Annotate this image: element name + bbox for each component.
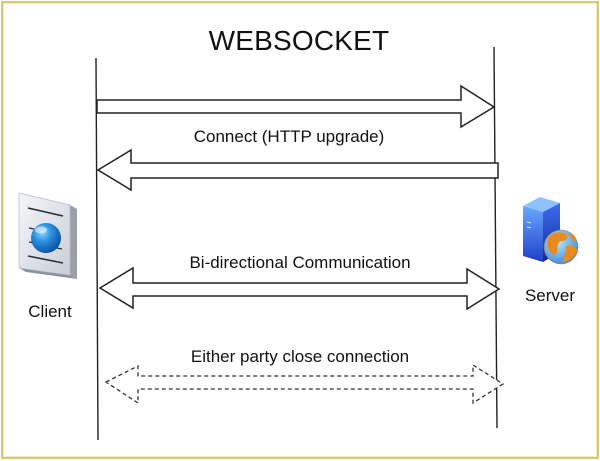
diagram-title: WEBSOCKET (208, 25, 390, 56)
client-label: Client (28, 302, 72, 321)
bidirectional-arrow (98, 266, 501, 311)
close-connection-arrow (104, 363, 505, 405)
connect-response-arrow (96, 148, 499, 192)
bidirectional-label: Bi-directional Communication (189, 253, 411, 272)
connect-request-arrow (96, 84, 496, 129)
server-lifeline (493, 46, 498, 429)
server-icon (523, 197, 579, 265)
client-icon (18, 192, 77, 279)
connect-label: Connect (HTTP upgrade) (193, 127, 385, 146)
client-lifeline (95, 57, 99, 441)
close-connection-label: Either party close connection (190, 347, 410, 366)
server-label: Server (524, 286, 576, 305)
